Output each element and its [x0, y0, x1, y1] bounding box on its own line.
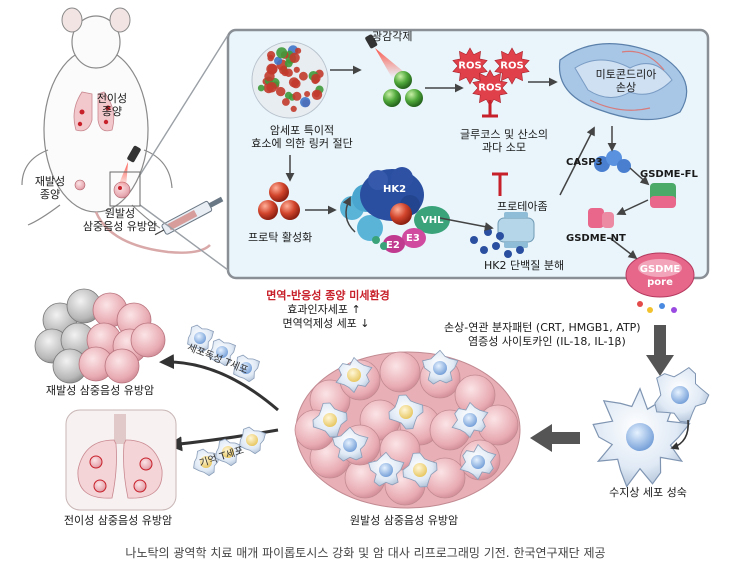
label-e2: E2: [386, 239, 400, 252]
nanoparticle-dot: [268, 55, 274, 61]
nanoparticle-dot: [282, 98, 290, 106]
nanoparticle-dot: [289, 77, 299, 87]
gsdme-fl-protein: [650, 183, 676, 208]
recurrent-tnbc-cluster: [35, 289, 165, 383]
hk2-fragment: [484, 228, 492, 236]
hk2-fragment: [516, 246, 524, 254]
immune-cell-nucleus: [323, 413, 337, 427]
nanoparticle-dot: [276, 47, 287, 58]
label-suppressor-cells: 면역억제성 세포 ↓: [282, 317, 369, 330]
label-e3: E3: [406, 232, 420, 245]
hk2-fragment: [504, 250, 512, 258]
nanoparticle-dot: [291, 106, 297, 112]
protac-ball: [269, 182, 289, 202]
hk2-fragment: [480, 246, 488, 254]
label-hk2: HK2: [383, 183, 406, 196]
label-recurrent-tnbc: 재발성 삼중음성 유방암: [46, 384, 154, 397]
hk2-fragment: [496, 232, 504, 240]
nanoparticle-dot: [289, 53, 299, 63]
primary-tumor-mass: [295, 350, 520, 508]
metastatic-lungs: [66, 410, 176, 510]
immune-cell-nucleus: [463, 413, 477, 427]
recurrent-cell: [105, 349, 139, 383]
t-cell-nucleus: [246, 434, 258, 446]
label-immune-microenv: 면역-반응성 종양 미세환경: [266, 289, 390, 302]
nanoparticle-dot: [300, 97, 310, 107]
protac-ball: [258, 200, 278, 220]
immune-cell-nucleus: [413, 463, 427, 477]
nanoparticle: [252, 42, 328, 118]
nanoparticle-dot: [292, 92, 301, 101]
label-metastatic-tumor: 전이성 종양: [97, 92, 127, 118]
immune-cell-nucleus: [433, 361, 447, 375]
photosensitizer-ball: [394, 71, 412, 89]
immune-cell-nucleus: [399, 405, 413, 419]
recurrent-cell: [131, 323, 165, 357]
immune-cell-nucleus: [379, 463, 393, 477]
immune-cell-nucleus: [471, 455, 485, 469]
label-glucose-oxygen: 글루코스 및 산소의 과다 소모: [460, 128, 548, 154]
immune-cell-nucleus: [343, 438, 357, 452]
tumor-cell: [380, 352, 420, 392]
hk2-fragment: [492, 242, 500, 250]
nanoparticle-dot: [276, 87, 285, 96]
label-primary-tnbc: 원발성 삼중음성 유방암: [83, 207, 157, 233]
figure-caption: 나노탁의 광역학 치료 매개 파이롭토시스 강화 및 암 대사 리프로그래밍 기…: [0, 544, 731, 561]
label-proteasome: 프로테아좀: [497, 200, 548, 213]
photosensitizer-ball: [405, 89, 423, 107]
nanoparticle-dot: [299, 72, 308, 81]
protac-ball: [280, 200, 300, 220]
hk2-fragment: [470, 236, 478, 244]
label-effector-cells: 효과인자세포 ↑: [287, 303, 360, 316]
nanoparticle-dot: [313, 91, 319, 97]
zoom-line-top: [140, 35, 228, 175]
label-cancer-enzyme: 암세포 특이적 효소에 의한 링커 절단: [251, 124, 353, 150]
label-cytokines: 염증성 사이토카인 (IL-18, IL-1β): [468, 335, 626, 348]
arrow-down: [646, 325, 674, 376]
label-vhl: VHL: [421, 214, 443, 227]
label-primary-tnbc-bottom: 원발성 삼중음성 유방암: [350, 514, 458, 527]
nanoparticle-dot: [304, 91, 310, 97]
label-gsdme-fl: GSDME-FL: [640, 168, 698, 181]
label-metastatic-tnbc: 전이성 삼중음성 유방암: [64, 514, 172, 527]
ros-label-1: ROS: [458, 61, 481, 72]
nanoparticle-dot: [294, 67, 300, 73]
label-gsdme-nt: GSDME-NT: [566, 232, 626, 245]
nanoparticle-dot: [258, 85, 265, 92]
ros-label-2: ROS: [500, 61, 523, 72]
label-mitochondria: 미토콘드리아 손상: [596, 68, 657, 94]
nanoparticle-dot: [285, 69, 293, 77]
label-dc-maturation: 수지상 세포 성숙: [609, 486, 687, 499]
nanoparticle-dot: [264, 71, 274, 81]
ros-label-3: ROS: [478, 83, 501, 94]
immune-cell-nucleus: [347, 368, 361, 382]
label-gsdme-pore: GSDME pore: [640, 263, 681, 289]
label-photosensitizer: 광감각제: [372, 30, 412, 43]
arrow-left: [530, 424, 580, 452]
label-recurrent-tumor: 재발성 종양: [35, 175, 65, 201]
nanoparticle-dot: [311, 74, 320, 83]
label-damps: 손상-연관 분자패턴 (CRT, HMGB1, ATP): [444, 321, 641, 334]
arrow-to-recurrent: [162, 362, 278, 410]
photosensitizer-ball: [383, 89, 401, 107]
nanoparticle-dot: [266, 82, 277, 93]
label-hk2-degradation: HK2 단백질 분해: [484, 259, 564, 272]
label-protac-activation: 프로탁 활성화: [248, 231, 312, 244]
label-casp3: CASP3: [566, 156, 603, 169]
